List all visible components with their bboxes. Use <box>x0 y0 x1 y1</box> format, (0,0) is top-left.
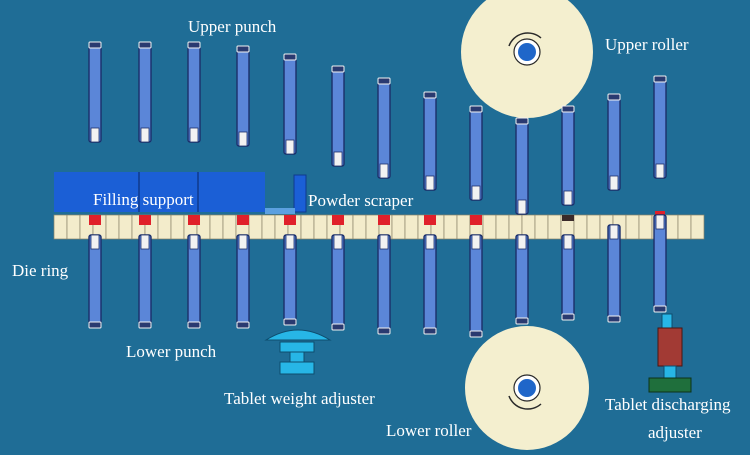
die-cell <box>443 214 458 240</box>
die-cell <box>300 214 315 240</box>
lower-punch <box>423 234 437 335</box>
lower-punch <box>561 234 575 321</box>
powder-in-die <box>470 215 482 225</box>
label-tablet-discharging-adjuster-line2: adjuster <box>648 423 702 442</box>
powder-in-die <box>284 215 296 225</box>
powder-in-die <box>89 215 101 225</box>
die-cell <box>456 214 471 240</box>
powder-in-die <box>139 215 151 225</box>
die-cell <box>690 214 705 240</box>
powder-in-die <box>378 215 390 225</box>
upper-punch <box>561 105 575 206</box>
die-cell <box>105 214 120 240</box>
label-lower-punch: Lower punch <box>126 342 217 361</box>
die-cell <box>495 214 510 240</box>
powder-in-die <box>332 215 344 225</box>
powder-scraper <box>265 174 307 214</box>
label-powder-scraper: Powder scraper <box>308 191 414 210</box>
lower-punch <box>653 214 667 313</box>
upper-punch <box>423 91 437 191</box>
die-cell <box>261 214 276 240</box>
lower-punch <box>331 234 345 331</box>
die-cell <box>248 214 263 240</box>
die-cell <box>170 214 185 240</box>
labels: Upper punch Upper roller Filling support… <box>12 17 731 442</box>
upper-punch <box>653 75 667 179</box>
die-cell <box>391 214 406 240</box>
label-die-ring: Die ring <box>12 261 69 280</box>
die-cell <box>209 214 224 240</box>
lower-punch <box>607 224 621 323</box>
die-cell <box>352 214 367 240</box>
die-cell <box>677 214 692 240</box>
label-tablet-weight-adjuster: Tablet weight adjuster <box>224 389 375 408</box>
lower-roller <box>465 326 589 450</box>
die-cell <box>586 214 601 240</box>
lower-punch <box>236 234 250 329</box>
lower-punch <box>138 234 152 329</box>
upper-punch <box>283 53 297 155</box>
upper-roller-hub <box>518 43 536 61</box>
label-tablet-discharging-adjuster-line1: Tablet discharging <box>605 395 731 414</box>
die-cell <box>625 214 640 240</box>
die-cell <box>664 214 679 240</box>
label-upper-roller: Upper roller <box>605 35 689 54</box>
die-cell <box>365 214 380 240</box>
lower-roller-hub <box>518 379 536 397</box>
lower-punch <box>283 234 297 326</box>
die-cell <box>118 214 133 240</box>
lower-punch <box>515 234 529 325</box>
powder-in-die <box>424 215 436 225</box>
die-cell <box>638 214 653 240</box>
die-cell <box>573 214 588 240</box>
upper-punch <box>607 93 621 191</box>
upper-punch <box>331 65 345 167</box>
die-cell <box>534 214 549 240</box>
upper-punch <box>88 41 102 143</box>
tablet-discharging-adjuster <box>648 313 692 393</box>
die-cell <box>53 214 68 240</box>
label-upper-punch: Upper punch <box>188 17 277 36</box>
die-cell <box>482 214 497 240</box>
label-filling-support: Filling support <box>93 190 194 209</box>
die-ring <box>53 211 705 240</box>
die-cell <box>157 214 172 240</box>
ejected-tablet <box>655 211 665 215</box>
label-lower-roller: Lower roller <box>386 421 472 440</box>
lower-punch <box>469 234 483 338</box>
upper-roller <box>461 0 593 118</box>
upper-punch <box>236 45 250 147</box>
die-cell <box>66 214 81 240</box>
die-cell <box>404 214 419 240</box>
upper-punch <box>469 105 483 201</box>
lower-punch <box>377 234 391 335</box>
upper-punches <box>88 41 667 215</box>
upper-punch <box>515 117 529 215</box>
lower-punch <box>187 234 201 329</box>
tablet-weight-adjuster <box>264 329 332 375</box>
lower-punches <box>88 214 667 338</box>
powder-in-die <box>188 215 200 225</box>
upper-punch <box>138 41 152 143</box>
filling-support <box>54 172 265 212</box>
upper-punch <box>187 41 201 143</box>
die-cell <box>222 214 237 240</box>
lower-punch <box>88 234 102 329</box>
die-cell <box>547 214 562 240</box>
compressed-tablet <box>562 215 574 221</box>
upper-punch <box>377 77 391 179</box>
die-cell <box>313 214 328 240</box>
powder-in-die <box>237 215 249 225</box>
